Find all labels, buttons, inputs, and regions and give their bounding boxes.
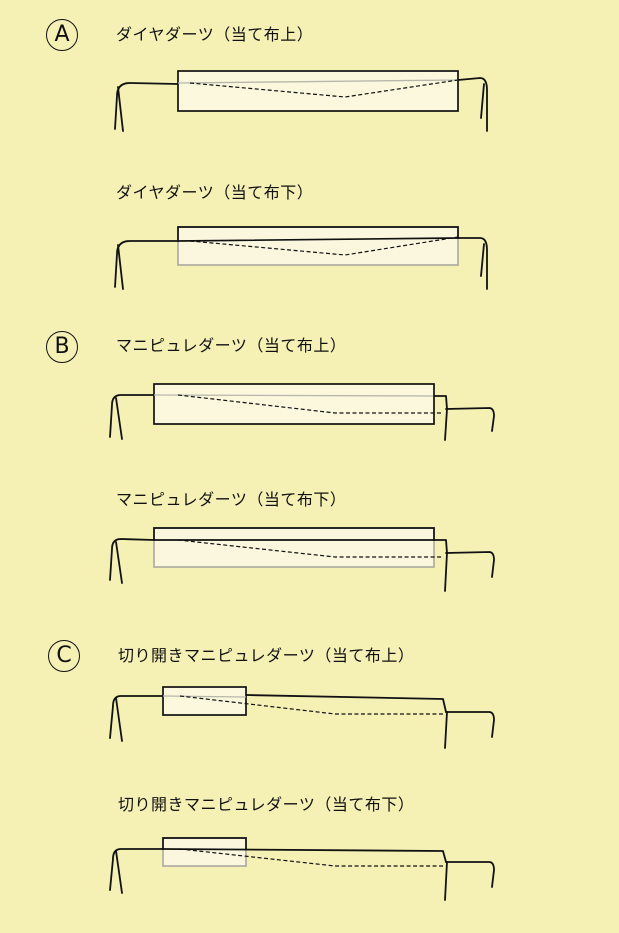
fabric-fold-line [177,79,459,84]
section-marker-c-letter: C [56,643,72,668]
fabric-top-edge [153,527,435,541]
patch [153,527,435,568]
fabric-edge [457,237,488,290]
fabric-edge [444,552,448,592]
section-marker-c: C [48,640,80,672]
drawing-c1 [109,686,495,749]
drawing-a2 [114,226,488,290]
patch [162,837,247,867]
fabric-edge [445,407,495,432]
drawing-b1 [109,383,495,441]
fabric-edge [445,861,495,888]
diagram-label-b2: マニピュレダーツ（当て布下） [116,490,347,509]
fabric-edge [115,541,123,584]
fabric-top-edge [162,837,247,849]
fabric-edge [444,861,448,901]
drawing-a1 [114,70,488,132]
fabric-edge [117,86,124,132]
patch [153,383,435,425]
diagram-label-a1: ダイヤダーツ（当て布上） [116,25,314,44]
section-marker-a: A [46,19,78,51]
fabric-top-edge [177,226,459,242]
stitch-line [179,695,443,715]
fabric-edge [115,850,123,894]
section-marker-b: B [46,331,78,363]
fabric-fold-line [153,394,435,397]
fabric-edge [480,83,485,119]
diagram-label-a2: ダイヤダーツ（当て布下） [116,183,314,202]
section-marker-a-letter: A [54,22,70,47]
fabric-edge [115,397,123,440]
stitch-line [177,539,443,558]
diagram-label-c2: 切り開きマニピュレダーツ（当て布下） [118,795,415,814]
stitch-line [177,394,443,414]
fabric-edge [109,848,164,891]
fabric-edge [444,711,448,749]
fabric-edge [480,243,485,277]
fabric-edge [162,848,447,863]
section-marker-b-letter: B [54,334,70,359]
fabric-edge [115,697,123,742]
fabric-edge [109,394,155,438]
fabric-edge [109,538,155,581]
patch [162,686,247,716]
fabric-edge [445,551,495,578]
diagram-label-b1: マニピュレダーツ（当て布上） [116,336,347,355]
drawing-b2 [109,527,495,592]
fabric-edge [117,244,124,290]
fabric-edge [109,695,164,739]
fabric-edge [433,539,448,554]
fabric-edge [444,408,448,441]
patch [177,70,459,112]
fabric-edge [114,82,179,130]
diagram-label-c1: 切り開きマニピュレダーツ（当て布上） [118,646,415,665]
fabric-edge [114,240,179,288]
drawing-c2 [109,837,495,901]
fabric-fold-line [162,695,247,698]
fabric-edge [445,711,495,738]
patch [177,226,459,266]
fabric-edge [245,694,447,713]
fabric-edge [457,77,488,132]
stitch-line [179,848,443,867]
fabric-edge [433,395,448,410]
